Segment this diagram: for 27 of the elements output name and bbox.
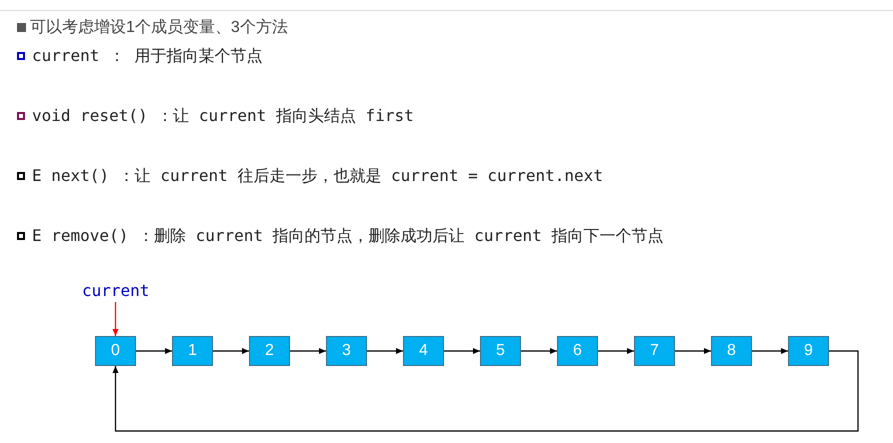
list-node-box: 1 xyxy=(172,336,213,366)
list-node-box: 3 xyxy=(326,336,367,366)
method-description: void reset() ：让 current 指向头结点 first xyxy=(32,106,414,127)
list-node-box: 8 xyxy=(711,336,752,366)
list-node-box: 5 xyxy=(480,336,521,366)
arrow xyxy=(598,348,634,354)
list-node-box: 6 xyxy=(557,336,598,366)
arrow xyxy=(367,348,403,354)
list-node-box: 0 xyxy=(95,336,136,366)
arrow xyxy=(752,348,788,354)
pointer-label: current xyxy=(82,281,150,301)
heading-text: 可以考虑增设1个成员变量、3个方法 xyxy=(30,18,288,38)
arrow xyxy=(213,348,249,354)
list-node-box: 2 xyxy=(249,336,290,366)
arrow xyxy=(675,348,711,354)
arrow xyxy=(444,348,480,354)
method-description: E next() ：让 current 往后走一步，也就是 current = current.next xyxy=(32,166,603,187)
list-node-box: 9 xyxy=(788,336,829,366)
method-description: current ： 用于指向某个节点 xyxy=(32,46,263,67)
list-node-box: 4 xyxy=(403,336,444,366)
arrow xyxy=(521,348,557,354)
method-description: E remove() ：删除 current 指向的节点，删除成功后让 current 指向下一个节点 xyxy=(32,226,664,247)
arrow xyxy=(112,350,859,432)
arrow xyxy=(112,302,118,336)
list-node-box: 7 xyxy=(634,336,675,366)
arrow xyxy=(136,348,172,354)
arrow xyxy=(290,348,326,354)
